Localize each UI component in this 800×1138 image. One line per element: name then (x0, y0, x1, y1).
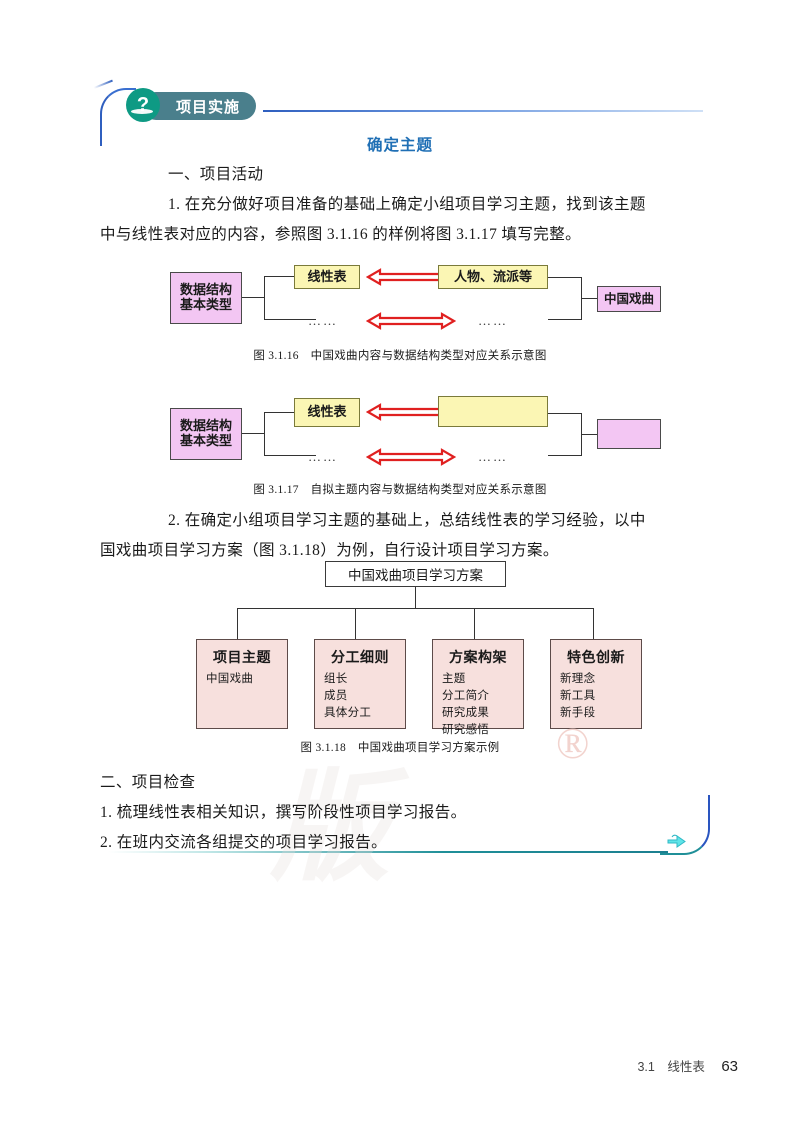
fig317-caption: 图 3.1.17 自拟主题内容与数据结构类型对应关系示意图 (253, 484, 547, 496)
page-title: 确定主题 (366, 137, 433, 154)
fig317-right-bottom-lead (548, 455, 581, 457)
fig318-node-1-title: 分工细则 (331, 651, 389, 666)
fig318-node-2: 方案构架 主题 分工简介 研究成果 研究感悟 (432, 639, 524, 736)
page-footer: 3.1 线性表 63 (0, 1056, 800, 1075)
check-item-2: 2. 在班内交流各组提交的项目学习报告。 (100, 834, 388, 851)
registered-trademark-icon: ® (556, 719, 590, 768)
fig318-node-1-item-2: 具体分工 (324, 707, 372, 719)
fig317-right-bottom-dots: …… (478, 449, 508, 464)
fig318-drop-4 (593, 608, 595, 640)
fig318-node-3-item-2: 新手段 (560, 707, 596, 719)
fig317-root-box: 数据结构 基本类型 (170, 408, 242, 460)
fig316-caption: 图 3.1.16 中国戏曲内容与数据结构类型对应关系示意图 (253, 350, 547, 362)
fig318-node-3-item-0: 新理念 (560, 673, 596, 685)
fig316-far-right-box: 中国戏曲 (597, 286, 661, 312)
fig318-node-2-item-2: 研究成果 (442, 707, 490, 719)
fig318-node-0: 项目主题 中国戏曲 (196, 639, 288, 729)
fig318-root-stem (415, 587, 417, 608)
fig316-right-bottom-dots: …… (478, 313, 508, 328)
heading-project-check: 二、项目检查 (100, 774, 196, 791)
fig318-node-0-item-0: 中国戏曲 (206, 673, 254, 685)
fig318-node-1-item-1: 成员 (324, 690, 348, 702)
section-badge-label: 项目实施 (176, 98, 241, 116)
fig317-right-top-lead (548, 413, 581, 415)
fig318-node-3-title: 特色创新 (567, 651, 625, 666)
fig316-right-top-lead (548, 277, 581, 279)
question-wave-icon: ? (126, 88, 160, 122)
fig318-node-2-item-1: 分工简介 (442, 690, 490, 702)
fig318-drop-2 (355, 608, 357, 640)
header-rule (263, 110, 703, 112)
fig318-node-1-item-0: 组长 (324, 673, 348, 685)
fig316-root-box: 数据结构 基本类型 (170, 272, 242, 324)
paragraph-2-line-2: 国戏曲项目学习方案（图 3.1.18）为例，自行设计项目学习方案。 (100, 542, 559, 559)
bottom-right-bracket-decoration (660, 795, 710, 855)
paragraph-2-line-1: 2. 在确定小组项目学习主题的基础上，总结线性表的学习经验，以中 (168, 512, 646, 529)
fig317-right-top-box[interactable] (438, 396, 548, 427)
top-left-bracket-decoration (100, 88, 136, 146)
fig316-left-bottom-dots: …… (308, 313, 338, 328)
pointing-hand-icon (667, 834, 686, 848)
heading-project-activity: 一、项目活动 (168, 166, 264, 183)
fig318-node-2-item-0: 主题 (442, 673, 466, 685)
check-item-1: 1. 梳理线性表相关知识，撰写阶段性项目学习报告。 (100, 804, 467, 821)
fig316-right-bottom-lead (548, 319, 581, 321)
fig317-left-bottom-dots: …… (308, 449, 338, 464)
fig317-branch-bottom (264, 455, 316, 457)
fig316-branch-top (264, 276, 316, 278)
fig318-node-1: 分工细则 组长 成员 具体分工 (314, 639, 406, 729)
fig318-root-box: 中国戏曲项目学习方案 (325, 561, 506, 587)
fig318-node-3: 特色创新 新理念 新工具 新手段 (550, 639, 642, 729)
fig318-drop-3 (474, 608, 476, 640)
fig316-branch-bottom (264, 319, 316, 321)
fig318-node-0-title: 项目主题 (213, 651, 271, 666)
fig318-node-2-item-3: 研究感悟 (442, 724, 490, 736)
fig318-caption: 图 3.1.18 中国戏曲项目学习方案示例 (300, 742, 500, 754)
paragraph-1-line-1: 1. 在充分做好项目准备的基础上确定小组项目学习主题，找到该主题 (168, 196, 646, 213)
fig316-right-top-box: 人物、流派等 (438, 265, 548, 289)
fig317-root-stem (242, 433, 264, 435)
fig316-left-top-box: 线性表 (294, 265, 360, 289)
section-badge: 项目实施 (142, 92, 257, 120)
fig318-horizontal-bus (237, 608, 593, 610)
fig316-root-stem (242, 297, 264, 299)
footer-rule (108, 851, 668, 853)
fig318-node-3-item-1: 新工具 (560, 690, 596, 702)
paragraph-1-line-2: 中与线性表对应的内容，参照图 3.1.16 的样例将图 3.1.17 填写完整。 (100, 226, 582, 243)
fig317-far-right-stem (581, 434, 597, 436)
fig318-drop-1 (237, 608, 239, 640)
fig316-far-right-stem (581, 298, 597, 300)
fig317-left-bracket (264, 412, 266, 455)
fig317-far-right-box[interactable] (597, 419, 661, 449)
footer-section-label: 3.1 线性表 (637, 1060, 705, 1074)
fig316-double-arrow-bottom-icon (366, 312, 456, 330)
page-number: 63 (721, 1058, 738, 1075)
fig317-left-top-box: 线性表 (294, 398, 360, 427)
fig317-double-arrow-bottom-icon (366, 448, 456, 466)
fig317-branch-top (264, 412, 316, 414)
fig316-left-bracket (264, 276, 266, 319)
fig318-node-2-title: 方案构架 (449, 651, 507, 666)
